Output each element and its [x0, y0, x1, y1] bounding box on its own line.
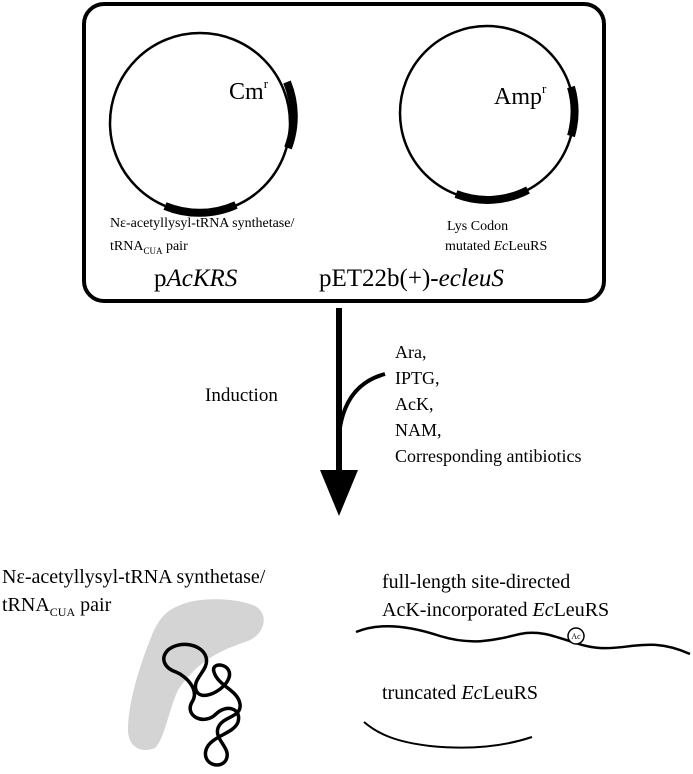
amp-marker-label: Ampr: [494, 81, 547, 110]
full-length-label-line1: full-length site-directed: [382, 571, 570, 593]
acKRS-gene-segment: [163, 201, 238, 217]
ack-site-marker: [567, 627, 585, 645]
right-plasmid-desc-line1: Lys Codon: [447, 219, 508, 234]
plasmid-box: [82, 2, 606, 303]
induction-label: Induction: [205, 385, 278, 406]
condition-nam: NAM,: [395, 420, 442, 440]
condition-antibiotics: Corresponding antibiotics: [395, 446, 581, 466]
right-plasmid-desc-line2: mutated EcLeuRS: [445, 239, 547, 254]
induction-arrow-head: [320, 470, 358, 516]
cm-resistance-segment: [283, 80, 298, 150]
induction-branch-curve: [337, 372, 386, 436]
plasmid-circle-left: [108, 31, 292, 215]
ack-site-label: Ac: [571, 632, 581, 641]
full-length-label-line2: AcK-incorporated EcLeuRS: [382, 599, 609, 621]
condition-ara: Ara,: [395, 342, 426, 362]
left-plasmid-name: pAcKRS: [154, 265, 238, 292]
condition-ack: AcK,: [395, 394, 434, 414]
ecleuS-gene-segment: [454, 186, 530, 204]
synthetase-label-line1: Nε-acetyllysyl-tRNA synthetase/: [2, 566, 266, 588]
amp-resistance-segment: [567, 85, 579, 138]
condition-iptg: IPTG,: [395, 368, 440, 388]
full-length-protein-strand: [355, 624, 691, 656]
synthetase-protein-shape: [128, 599, 264, 750]
left-plasmid-desc-line2: tRNACUA pair: [110, 239, 188, 256]
truncated-label: truncated EcLeuRS: [382, 682, 538, 704]
right-plasmid-name: pET22b(+)-ecleuS: [319, 265, 504, 292]
left-plasmid-desc-line1: Nε-acetyllysyl-tRNA synthetase/: [110, 216, 294, 231]
plasmid-circle-right: [398, 24, 576, 202]
trna-tangle: [162, 642, 242, 767]
synthetase-label-line2: tRNACUA pair: [2, 594, 112, 619]
truncated-protein-strand: [363, 721, 533, 749]
cm-marker-label: Cmr: [229, 76, 269, 105]
